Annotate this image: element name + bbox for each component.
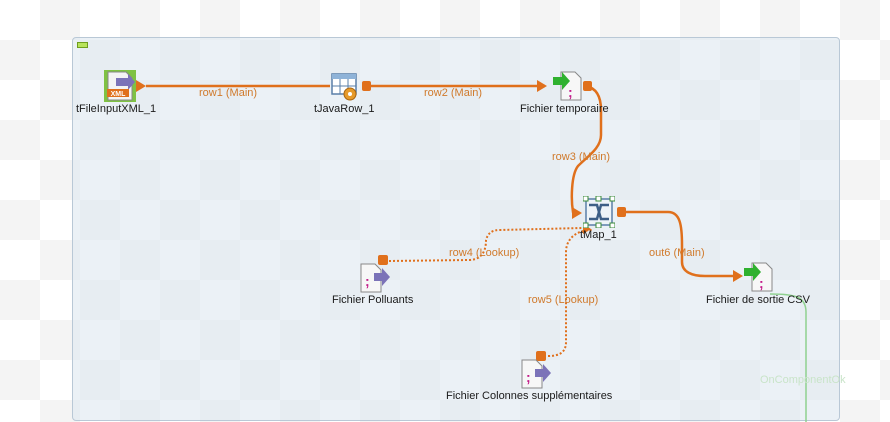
row3-arrow: [572, 207, 582, 219]
link-row5: [547, 229, 593, 357]
out6-arrow: [733, 270, 743, 282]
link-label-row1[interactable]: row1 (Main): [199, 87, 258, 99]
link-row3: [570, 84, 603, 215]
component-label-extra-columns: Fichier Colonnes supplémentaires: [446, 390, 613, 402]
component-label-pollutants: Fichier Polluants: [332, 294, 414, 306]
tmap-icon: [583, 196, 615, 228]
link-label-row3[interactable]: row3 (Main): [552, 151, 611, 163]
component-temp-file[interactable]: ;: [553, 70, 585, 102]
link-on-ok: [769, 293, 807, 422]
component-extra-columns[interactable]: ;: [519, 358, 551, 390]
row3-start-port: [583, 81, 592, 91]
component-java-row[interactable]: [329, 70, 361, 102]
component-label-tmap: tMap_1: [580, 229, 617, 241]
link-row4: [388, 227, 583, 262]
svg-text:XML: XML: [111, 91, 127, 98]
svg-text:;: ;: [568, 84, 573, 100]
row5-start-port: [536, 351, 546, 361]
component-csv-output[interactable]: ;: [744, 261, 776, 293]
delimited-file-icon: ;: [553, 71, 582, 101]
link-label-row5[interactable]: row5 (Lookup): [528, 294, 599, 306]
xml-file-input-icon: XML: [104, 70, 136, 102]
subjob-collapse-toggle[interactable]: [77, 42, 88, 48]
component-label-xml-input: tFileInputXML_1: [76, 103, 157, 115]
java-row-icon: [331, 73, 357, 101]
component-pollutants[interactable]: ;: [358, 262, 390, 294]
link-label-out6[interactable]: out6 (Main): [649, 247, 705, 259]
component-tmap[interactable]: [583, 196, 615, 228]
link-out6: [626, 210, 736, 278]
component-label-temp-file: Fichier temporaire: [520, 103, 609, 115]
component-xml-input[interactable]: XML: [104, 70, 136, 102]
delimited-file-icon: ;: [521, 359, 551, 389]
svg-text:;: ;: [759, 275, 764, 291]
subjob-area[interactable]: [72, 37, 840, 421]
row2-arrow: [537, 80, 547, 92]
svg-text:;: ;: [526, 369, 531, 385]
component-label-java-row: tJavaRow_1: [314, 103, 375, 115]
row1-arrow: [136, 80, 146, 92]
delimited-file-icon: ;: [744, 262, 773, 292]
row4-start-port: [378, 255, 388, 265]
svg-text:;: ;: [365, 273, 370, 289]
component-label-csv-output: Fichier de sortie CSV: [706, 294, 810, 306]
link-label-row2[interactable]: row2 (Main): [424, 87, 483, 99]
delimited-file-icon: ;: [360, 263, 390, 293]
out6-start-port: [617, 207, 626, 217]
row2-start-port: [362, 81, 371, 91]
link-label-on-component-ok[interactable]: OnComponentOk: [760, 374, 846, 386]
link-label-row4[interactable]: row4 (Lookup): [449, 247, 520, 259]
